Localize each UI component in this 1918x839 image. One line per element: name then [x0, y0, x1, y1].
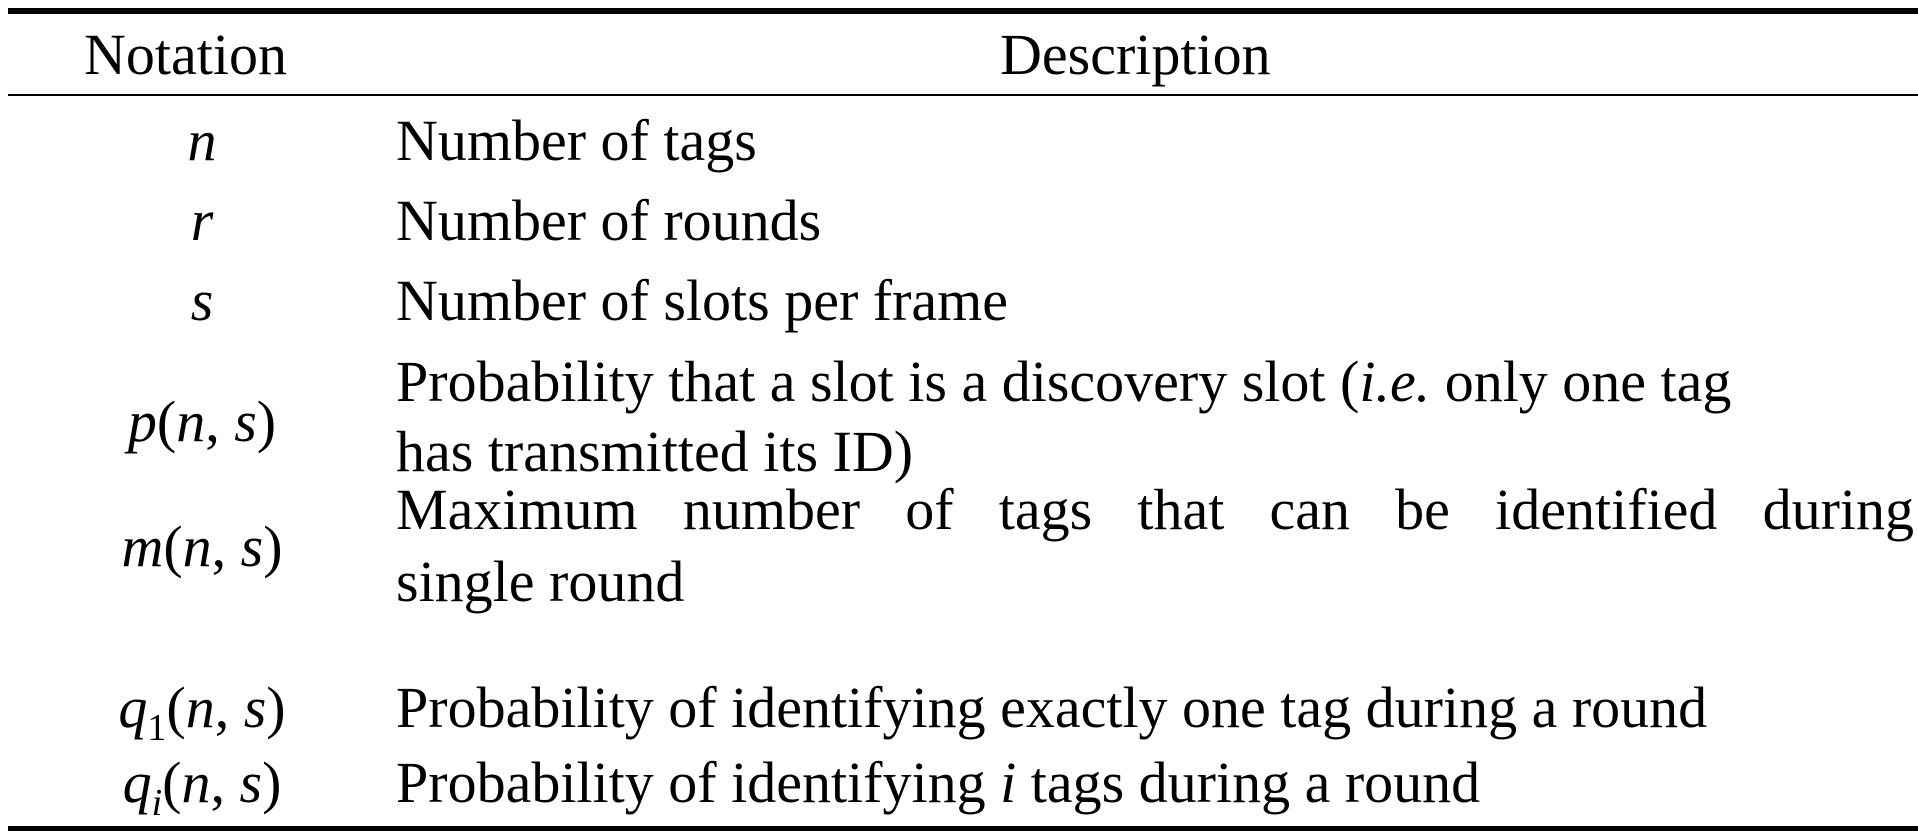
symbol-function: q	[122, 750, 152, 815]
header-notation: Notation	[84, 22, 287, 87]
notation-m-n-s: m(n, s)	[121, 514, 283, 579]
symbol-arg: s	[243, 675, 267, 740]
description-i-tags: Probability of identifying i tags during…	[396, 748, 1480, 818]
text: tags during a round	[1016, 750, 1481, 815]
symbol-arg: n	[176, 389, 206, 454]
text: Probability of identifying	[396, 750, 1001, 815]
symbol-function: q	[118, 675, 148, 740]
description-number-of-tags: Number of tags	[396, 108, 757, 173]
symbol-subscript: 1	[147, 707, 167, 749]
description-max-tags-line2: single round	[396, 549, 685, 614]
bottom-rule	[8, 826, 1918, 831]
notation-s: s	[8, 266, 396, 336]
description-discovery-slot-line2: has transmitted its ID)	[396, 419, 914, 484]
notation-p-n-s: p(n, s)	[127, 389, 277, 454]
text: Probability that a slot is a discovery s…	[396, 349, 1360, 414]
italic-variable: i	[1000, 750, 1017, 815]
notation-qi-n-s: qi(n, s)	[122, 750, 282, 824]
symbol-subscript: i	[151, 782, 163, 824]
text: only one tag	[1430, 349, 1732, 414]
italic-text: i.e.	[1359, 349, 1431, 414]
symbol-arg: s	[240, 514, 264, 579]
description-number-of-rounds: Number of rounds	[396, 188, 822, 253]
symbol: s	[190, 268, 214, 333]
description-slots-per-frame: Number of slots per frame	[396, 268, 1009, 333]
notation-n: n	[8, 106, 396, 176]
symbol-arg: n	[182, 514, 212, 579]
header-description: Description	[1000, 22, 1271, 87]
symbol-arg: s	[239, 750, 263, 815]
symbol-arg: n	[185, 675, 215, 740]
symbol-function: p	[127, 389, 157, 454]
symbol: r	[190, 188, 214, 253]
notation-r: r	[8, 186, 396, 256]
symbol: n	[187, 108, 217, 173]
notation-q1-n-s: q1(n, s)	[118, 675, 286, 749]
description-exactly-one-tag: Probability of identifying exactly one t…	[396, 675, 1708, 740]
top-rule	[8, 8, 1918, 14]
symbol-arg: s	[234, 389, 257, 454]
description-max-tags-line1: Maximum number of tags that can be ident…	[396, 477, 1914, 542]
symbol-arg: n	[181, 750, 211, 815]
description-discovery-slot-line1: Probability that a slot is a discovery s…	[396, 347, 1731, 417]
header-rule	[8, 94, 1918, 96]
symbol-function: m	[121, 514, 164, 579]
